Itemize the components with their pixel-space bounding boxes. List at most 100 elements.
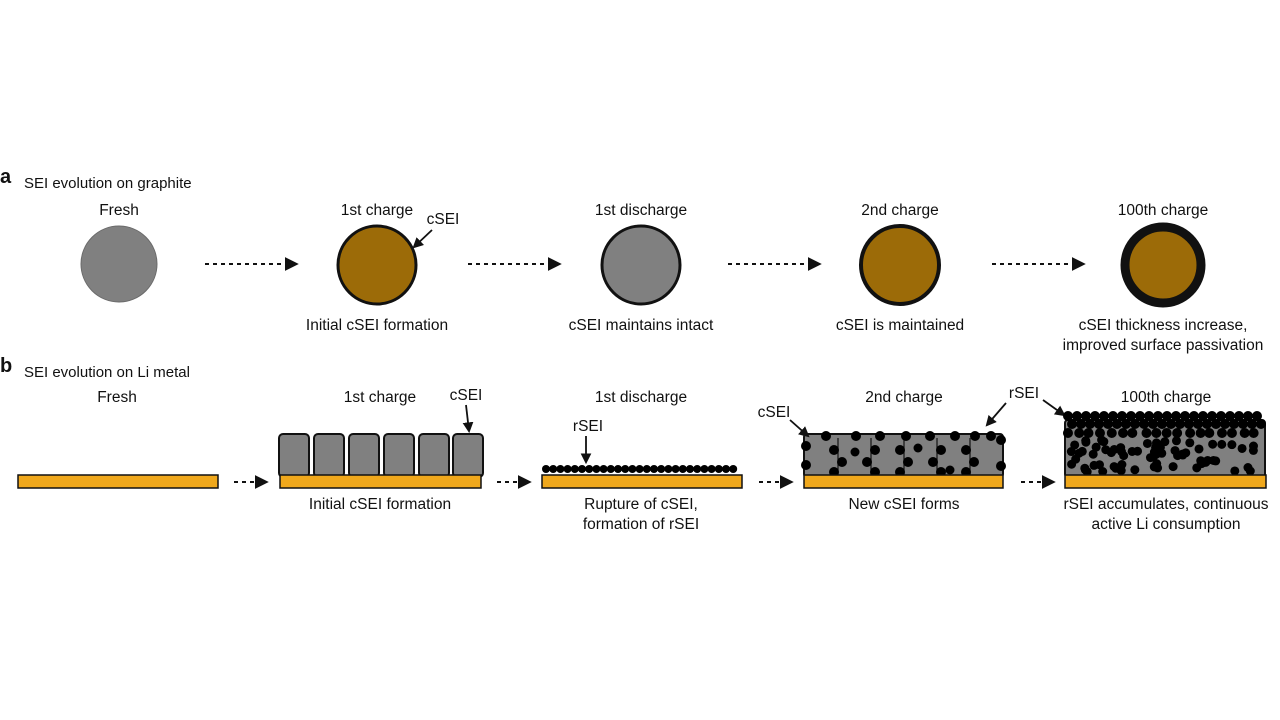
rsei-particle xyxy=(996,461,1006,471)
rsei-particle xyxy=(1189,411,1199,421)
graphite-particle-100th-charge xyxy=(1120,222,1206,308)
rsei-particle xyxy=(1175,419,1185,429)
rsei-particle xyxy=(1151,438,1161,448)
rsei-particle xyxy=(614,465,622,473)
stage-title-2nd-charge: 2nd charge xyxy=(865,389,943,406)
rsei-particle xyxy=(1247,419,1257,429)
rsei-particle xyxy=(693,465,702,473)
caption-1st-discharge-line1: Rupture of cSEI, xyxy=(584,496,698,513)
li-metal-substrate xyxy=(1064,474,1267,489)
stage-2nd-charge-structure xyxy=(801,431,1006,489)
rsei-particle xyxy=(1108,411,1118,421)
rsei-particle xyxy=(1208,439,1218,449)
rsei-particle xyxy=(1152,459,1162,469)
rsei-pointer-label: rSEI xyxy=(573,418,603,435)
rsei-particle xyxy=(1081,411,1091,421)
csei-pillar xyxy=(313,433,345,478)
rsei-particle xyxy=(1248,428,1259,438)
rsei-particle xyxy=(1194,444,1204,454)
rsei-particle xyxy=(1238,419,1248,429)
rsei-particle xyxy=(1112,419,1122,429)
rsei-particle xyxy=(1166,419,1176,429)
rsei-particle xyxy=(1097,435,1107,445)
graphite-particle-2nd-charge xyxy=(859,224,941,306)
csei-pillar xyxy=(348,433,380,478)
graphite-particle-fresh xyxy=(80,225,158,303)
rsei-particle xyxy=(850,447,860,457)
caption-1st-charge: Initial cSEI formation xyxy=(309,496,451,513)
rsei-particle xyxy=(1171,436,1181,446)
rsei-particle xyxy=(1170,446,1180,456)
rsei-particle xyxy=(821,431,831,441)
rsei-particle xyxy=(664,465,673,473)
csei-pointer-label: cSEI xyxy=(450,387,483,404)
caption-100th-charge-line1: cSEI thickness increase, xyxy=(1079,317,1248,334)
rsei-particle xyxy=(1252,411,1262,421)
rsei-particle xyxy=(1157,419,1167,429)
rsei-particle xyxy=(578,465,586,473)
rsei-particle xyxy=(1195,428,1206,438)
rsei-particle xyxy=(1160,437,1170,447)
rsei-particle xyxy=(1070,440,1080,450)
rsei-particle xyxy=(945,465,955,475)
rsei-particle xyxy=(1243,411,1253,421)
csei-pointer-arrow xyxy=(462,404,474,434)
panel-b: b SEI evolution on Li metal Fresh 1st ch… xyxy=(0,355,1269,533)
rsei-pointer-arrow xyxy=(1042,399,1066,417)
rsei-particle xyxy=(585,465,594,473)
rsei-particle xyxy=(1180,411,1190,421)
rsei-particle xyxy=(1148,419,1158,429)
rsei-particle xyxy=(1256,419,1266,429)
rsei-particle xyxy=(671,465,680,473)
caption-100th-charge-line2: improved surface passivation xyxy=(1063,337,1264,354)
rsei-particle xyxy=(875,431,885,441)
rsei-particle xyxy=(1202,419,1212,429)
rsei-particle xyxy=(801,460,811,470)
stage-1st-discharge-structure xyxy=(541,465,743,489)
rsei-particle xyxy=(542,465,550,473)
rsei-particle xyxy=(1217,439,1227,449)
rsei-particle xyxy=(1243,463,1253,473)
rsei-particle xyxy=(729,465,738,473)
rsei-particle xyxy=(635,465,644,473)
rsei-particle xyxy=(707,465,716,473)
rsei-particle xyxy=(1216,428,1227,438)
stage-title-100th-charge: 100th charge xyxy=(1118,202,1209,219)
rsei-particle xyxy=(1063,411,1073,421)
li-metal-substrate xyxy=(803,474,1004,489)
rsei-particle xyxy=(996,435,1006,445)
csei-pointer-arrow xyxy=(412,229,433,249)
panel-a: a SEI evolution on graphite Fresh 1st ch… xyxy=(0,166,1263,354)
rsei-particle xyxy=(621,465,630,473)
rsei-particle xyxy=(1127,446,1137,456)
rsei-particle xyxy=(1067,419,1077,429)
caption-2nd-charge: cSEI is maintained xyxy=(836,317,964,334)
rsei-particle xyxy=(1229,419,1239,429)
rsei-particle xyxy=(1185,438,1195,448)
rsei-particle xyxy=(1225,411,1235,421)
rsei-particle xyxy=(1151,428,1162,438)
rsei-particle xyxy=(1230,466,1240,476)
rsei-particle xyxy=(936,445,946,455)
rsei-particle xyxy=(1116,447,1126,457)
panel-a-letter: a xyxy=(0,166,12,188)
rsei-particle xyxy=(1178,450,1188,460)
rsei-particle xyxy=(1118,428,1129,438)
rsei-particle xyxy=(1081,437,1091,447)
caption-1st-discharge: cSEI maintains intact xyxy=(569,317,714,334)
rsei-particles-accumulated xyxy=(1062,411,1266,477)
rsei-particle xyxy=(1192,463,1202,473)
rsei-particle xyxy=(1185,428,1196,438)
rsei-particle xyxy=(862,457,872,467)
rsei-particle xyxy=(903,457,913,467)
li-metal-substrate-fresh xyxy=(17,474,219,489)
rsei-particle xyxy=(961,445,971,455)
rsei-particle xyxy=(563,465,572,473)
rsei-particle xyxy=(1126,411,1136,421)
rsei-particle xyxy=(570,465,579,473)
caption-1st-discharge-line2: formation of rSEI xyxy=(583,516,699,533)
panel-b-title: SEI evolution on Li metal xyxy=(24,364,190,381)
panel-a-title: SEI evolution on graphite xyxy=(24,175,192,192)
rsei-pointer-label: rSEI xyxy=(1009,385,1039,402)
csei-pointer-arrow xyxy=(789,419,810,438)
